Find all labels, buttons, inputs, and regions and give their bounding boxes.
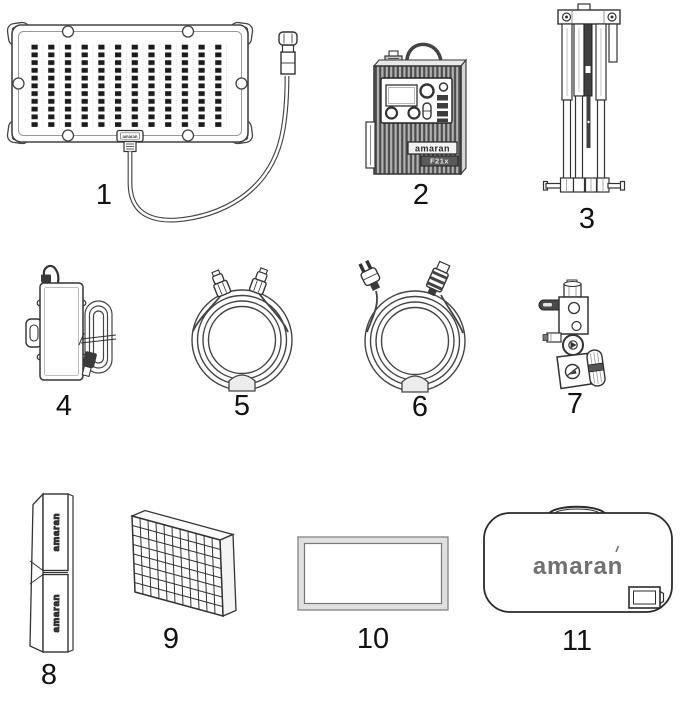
side-buttons (437, 95, 448, 122)
adapter-cable-connector (81, 351, 97, 378)
box-bottom (42, 573, 69, 653)
item-flexible-led-mat: amaran (6, 21, 298, 223)
dc-connector-right (248, 267, 269, 296)
item-10-number: 10 (357, 623, 389, 655)
ac-iec-connector (425, 260, 451, 297)
item-power-adapter (25, 264, 117, 381)
adapter-cable-bundle (78, 300, 117, 374)
main-knob (419, 83, 435, 99)
power-button (438, 82, 449, 92)
item-control-box: amaran F21x (365, 42, 468, 176)
item-carrying-case: amaran (483, 505, 673, 613)
item-packaged-boxes: amaran amaran (29, 492, 74, 654)
left-knob (384, 106, 399, 120)
item-2-number: 2 (413, 179, 429, 211)
right-knob (407, 106, 421, 120)
item-8-number: 8 (41, 659, 57, 691)
control-panel (380, 77, 453, 124)
item-diffuser-panel (297, 536, 449, 611)
item-numbers: 1 2 3 4 5 6 7 8 9 10 11 (41, 179, 595, 691)
brand-plate (407, 141, 458, 155)
item-6-number: 6 (412, 391, 428, 423)
adapter-pigtail-connector (41, 274, 51, 283)
model-plate (420, 155, 459, 167)
case-brand-logo: amaran (533, 553, 623, 580)
frame-feet (542, 177, 626, 193)
box-bottom-brand-label: amaran (51, 594, 62, 633)
bracket-pin (546, 332, 562, 343)
mat-grommets (12, 25, 248, 142)
ac-plug (358, 259, 381, 291)
led-grid (30, 42, 230, 127)
frame-tubes (561, 23, 618, 181)
ac-cable-clip (401, 375, 429, 393)
item-mounting-bracket (538, 279, 606, 390)
item-folding-frame (542, 3, 626, 193)
item-grid-diffuser (132, 511, 236, 617)
mat-cable-connector (278, 31, 298, 75)
dc-connector-left (211, 269, 232, 298)
box-top-brand-label: amaran (51, 513, 62, 552)
item-1-number: 1 (96, 179, 112, 211)
item-4-number: 4 (56, 390, 72, 422)
item-3-number: 3 (579, 203, 595, 235)
item-dc-cable (191, 267, 293, 392)
box-top (42, 493, 69, 572)
case-body (483, 512, 673, 613)
item-9-number: 9 (163, 623, 179, 655)
item-7-number: 7 (567, 388, 583, 420)
mat-connector-brand-label: amaran (123, 134, 138, 139)
grid-cells (132, 516, 223, 616)
mat-cable (127, 75, 290, 223)
box-side-face (29, 492, 44, 654)
adapter-body (39, 282, 84, 381)
item-5-number: 5 (234, 390, 250, 422)
control-box-brand-label: amaran (415, 144, 450, 154)
case-handle (548, 505, 606, 515)
item-ac-power-cable (358, 259, 466, 393)
control-box-model-label: F21x (430, 157, 449, 166)
bracket-side-knob (586, 349, 606, 387)
mat-connector: amaran (116, 129, 144, 153)
control-box-handle (405, 42, 443, 65)
item-11-number: 11 (562, 625, 592, 657)
dc-cable-clip (228, 374, 256, 392)
